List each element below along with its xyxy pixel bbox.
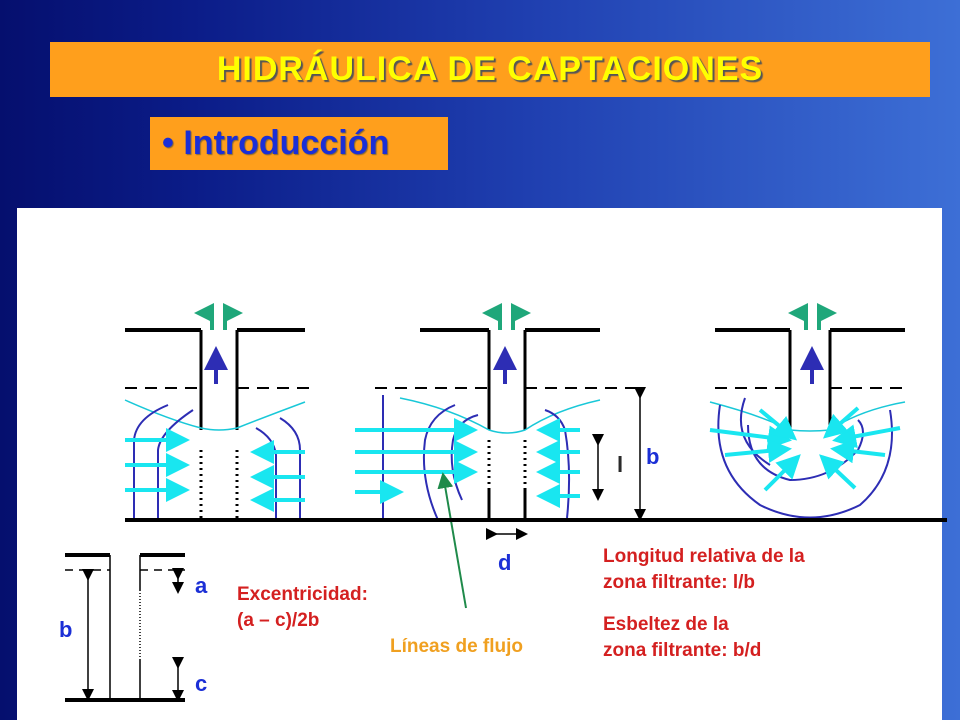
slenderness-formula: zona filtrante: b/d: [603, 640, 761, 661]
label-b-left: b: [59, 617, 72, 642]
eccentricity-formula: (a – c)/2b: [237, 610, 319, 631]
label-c: c: [195, 671, 207, 696]
label-d: d: [498, 550, 511, 575]
subtitle-box: • Introducción: [150, 117, 448, 170]
label-b: b: [646, 444, 659, 469]
section-subtitle: • Introducción: [162, 124, 390, 162]
relative-length-formula: zona filtrante: l/b: [603, 572, 755, 593]
well-1: [124, 303, 315, 520]
slenderness-label: Esbeltez de la: [603, 614, 729, 635]
eccentricity-sketch: [65, 553, 185, 702]
title-bar: HIDRÁULICA DE CAPTACIONES: [50, 42, 930, 97]
flow-lines-label: Líneas de flujo: [390, 636, 523, 657]
eccentricity-label: Excentricidad:: [237, 584, 368, 605]
label-l: l: [617, 452, 623, 477]
slide-title: HIDRÁULICA DE CAPTACIONES: [216, 50, 764, 88]
label-a: a: [195, 573, 208, 598]
relative-length-label: Longitud relativa de la: [603, 546, 805, 567]
well-2: [355, 303, 646, 609]
well-3: [709, 303, 906, 519]
